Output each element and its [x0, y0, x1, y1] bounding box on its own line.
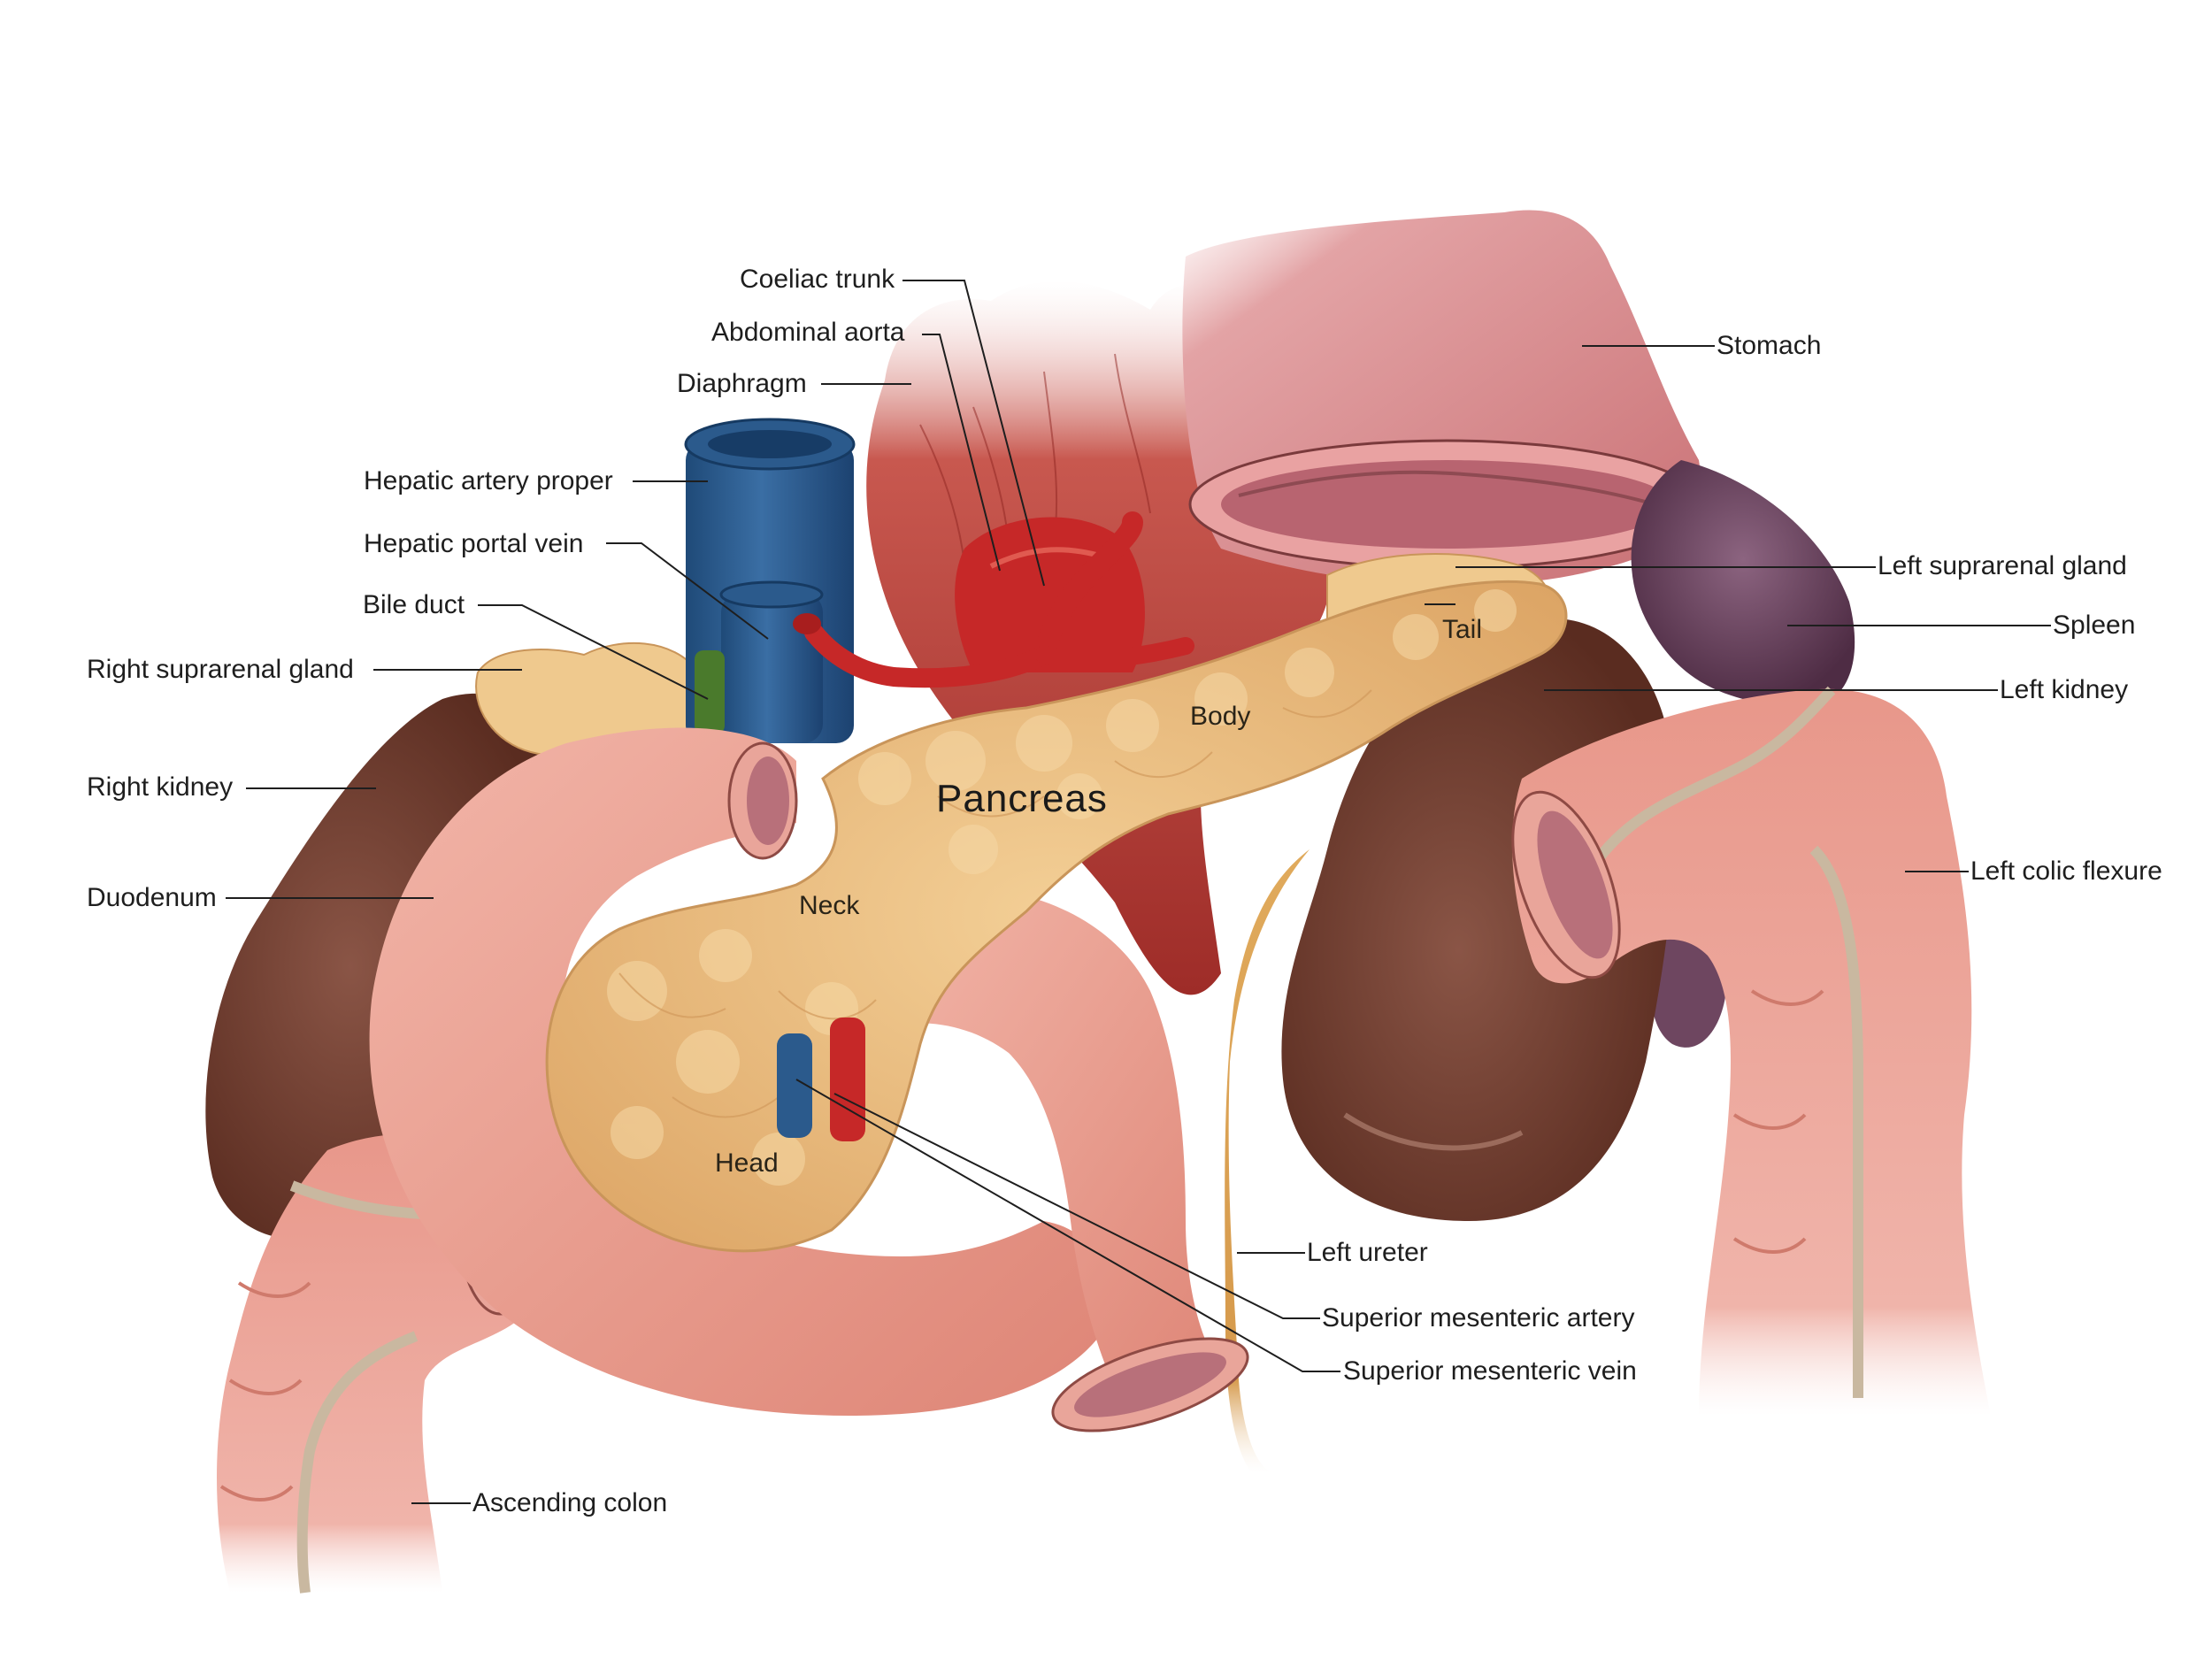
label-abdominal-aorta: Abdominal aorta — [711, 318, 905, 347]
superior-mesenteric-vein — [777, 1033, 812, 1138]
leader-lines — [226, 280, 2051, 1504]
label-pancreas-body: Body — [1190, 702, 1251, 731]
label-diaphragm: Diaphragm — [677, 369, 807, 398]
hepatic-portal-vein — [719, 580, 824, 743]
pancreas-title: Pancreas — [936, 777, 1108, 820]
label-duodenum: Duodenum — [87, 883, 217, 912]
label-hepatic-portal-vein: Hepatic portal vein — [364, 529, 584, 558]
label-pancreas-head: Head — [715, 1148, 779, 1178]
label-left-colic-flexure: Left colic flexure — [1970, 856, 2162, 886]
duodenum — [369, 727, 1249, 1432]
label-spleen: Spleen — [2053, 611, 2136, 640]
label-right-kidney: Right kidney — [87, 772, 234, 802]
label-hepatic-artery-proper: Hepatic artery proper — [364, 466, 613, 495]
label-superior-mesenteric-artery: Superior mesenteric artery — [1322, 1303, 1635, 1333]
label-right-suprarenal-gland: Right suprarenal gland — [87, 655, 354, 684]
coeliac-trunk — [793, 511, 1194, 688]
label-left-suprarenal-gland: Left suprarenal gland — [1878, 551, 2127, 580]
label-left-ureter: Left ureter — [1307, 1238, 1428, 1267]
superior-mesenteric-artery — [830, 1018, 865, 1141]
label-ascending-colon: Ascending colon — [472, 1488, 668, 1517]
label-superior-mesenteric-vein: Superior mesenteric vein — [1343, 1356, 1637, 1386]
label-pancreas-tail: Tail — [1442, 615, 1483, 644]
label-bile-duct: Bile duct — [363, 590, 465, 619]
label-coeliac-trunk: Coeliac trunk — [740, 265, 895, 294]
bile-duct — [695, 650, 725, 734]
stomach — [1182, 210, 1705, 586]
left-ureter — [1225, 849, 1310, 1473]
label-left-kidney: Left kidney — [2000, 675, 2129, 704]
label-stomach: Stomach — [1717, 331, 1822, 360]
label-pancreas-neck: Neck — [799, 891, 860, 920]
left-colic-flexure — [1511, 686, 1991, 1416]
